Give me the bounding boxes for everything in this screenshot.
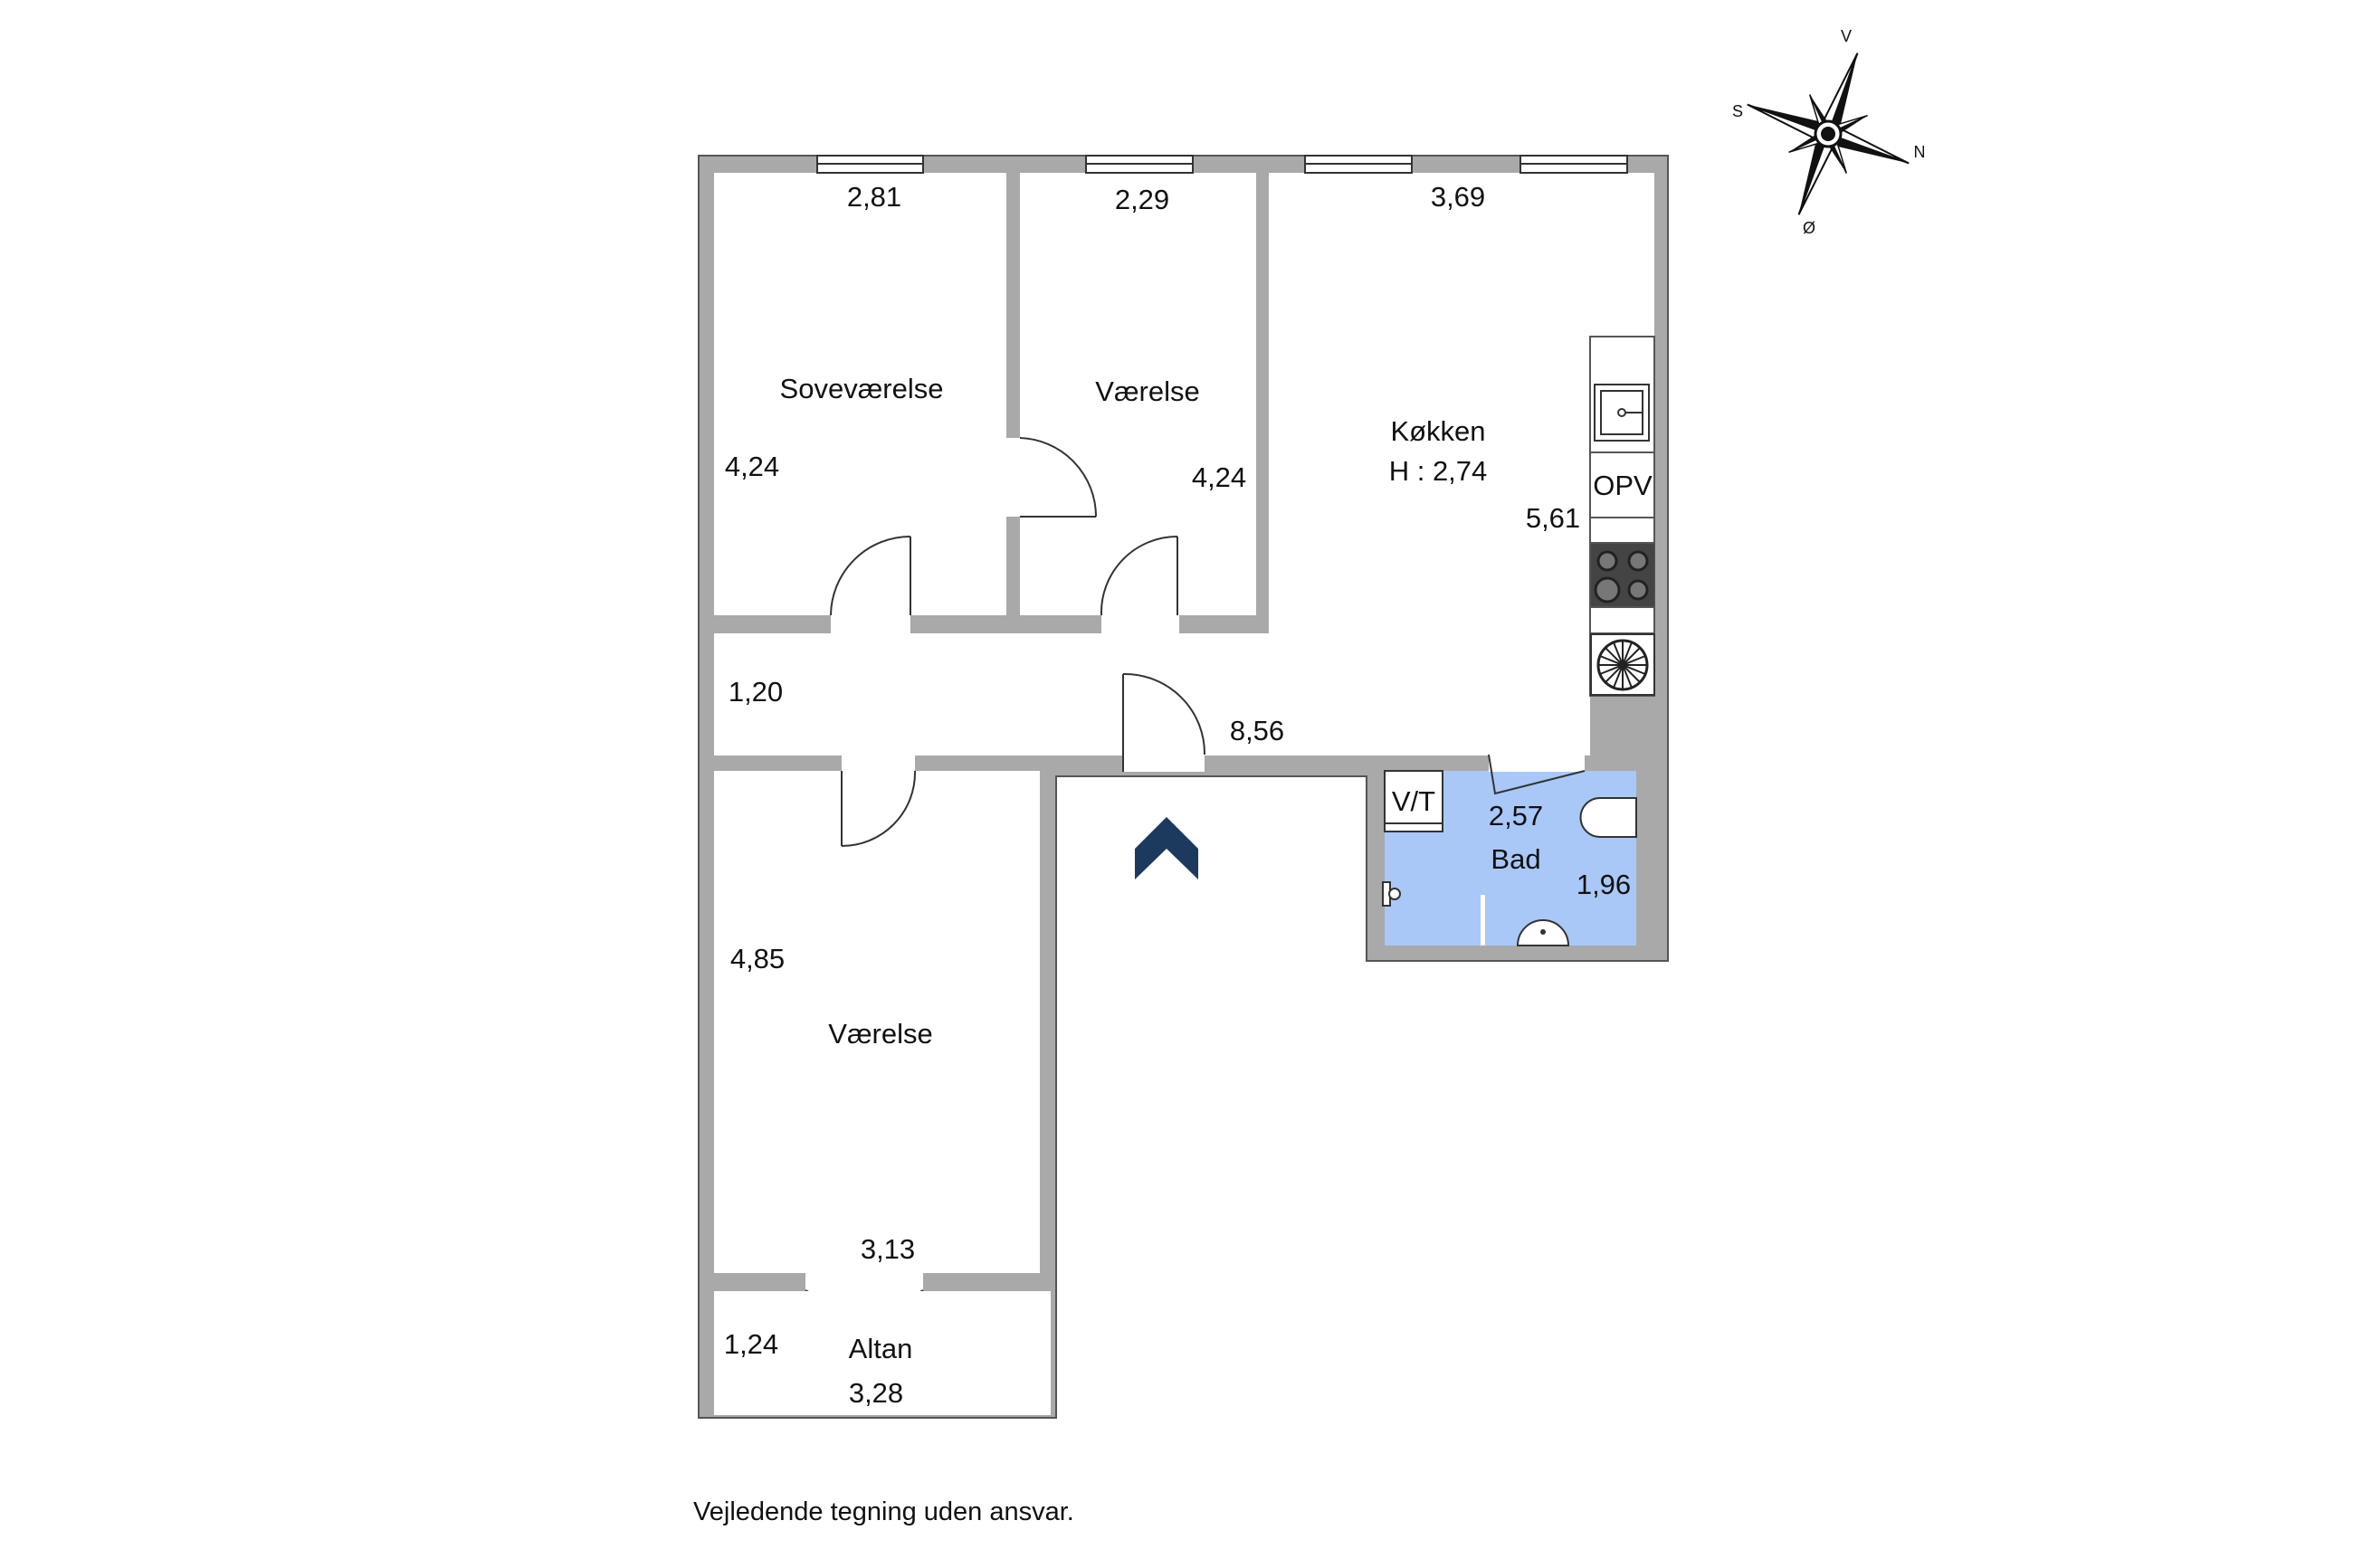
bad-length: 1,96 <box>1577 869 1631 900</box>
compass-east-label: Ø <box>1803 219 1815 237</box>
sink-icon <box>1594 384 1650 442</box>
vaerelse-top-width: 2,29 <box>1115 184 1169 215</box>
altan-depth: 1,24 <box>724 1328 778 1360</box>
compass-south-label: S <box>1732 102 1743 120</box>
vaerelse-bottom-length: 4,85 <box>730 943 785 974</box>
bad-name: Bad <box>1491 843 1540 875</box>
kokken-height: H : 2,74 <box>1389 455 1488 487</box>
shower-tap-icon <box>1382 881 1401 907</box>
gang-width: 1,20 <box>729 676 783 708</box>
sovevaerelse-width: 2,81 <box>847 181 901 213</box>
vaerelse-bottom-width: 3,13 <box>861 1233 915 1265</box>
entrance-arrow-icon <box>1135 817 1198 879</box>
washer-dryer-icon <box>1384 770 1443 832</box>
compass-rose: V S N Ø <box>1732 27 1926 237</box>
toilet-icon <box>1579 797 1637 838</box>
altan-name: Altan <box>849 1333 913 1364</box>
kokken-width: 3,69 <box>1431 181 1485 213</box>
kokken-length: 5,61 <box>1526 502 1580 534</box>
altan-width: 3,28 <box>849 1377 903 1409</box>
exhaust-fan-icon <box>1590 633 1655 696</box>
windows <box>816 155 1628 174</box>
vaerelse-top-length: 4,24 <box>1192 461 1246 493</box>
room-labels: 2,81 Soveværelse 4,24 2,29 Værelse 4,24 … <box>724 181 1653 1409</box>
bad-width: 2,57 <box>1489 800 1543 832</box>
kokken-name: Køkken <box>1390 415 1485 447</box>
disclaimer-text: Vejledende tegning uden ansvar. <box>693 1497 1074 1526</box>
stove-icon <box>1591 544 1654 606</box>
vaerelse-top-name: Værelse <box>1095 375 1199 407</box>
gang-length: 8,56 <box>1230 715 1284 746</box>
compass-west-label: V <box>1841 27 1852 45</box>
bathroom-fixtures <box>1382 770 1637 946</box>
compass-north-label: N <box>1914 143 1926 161</box>
bad-fixture-label: V/T <box>1392 785 1435 817</box>
sovevaerelse-length: 4,24 <box>725 451 779 482</box>
sovevaerelse-name: Soveværelse <box>780 373 944 404</box>
opv-label: OPV <box>1593 470 1653 501</box>
balcony-floor <box>714 1291 1051 1415</box>
vaerelse-bottom-name: Værelse <box>828 1018 932 1050</box>
room-floors <box>714 173 1654 1415</box>
